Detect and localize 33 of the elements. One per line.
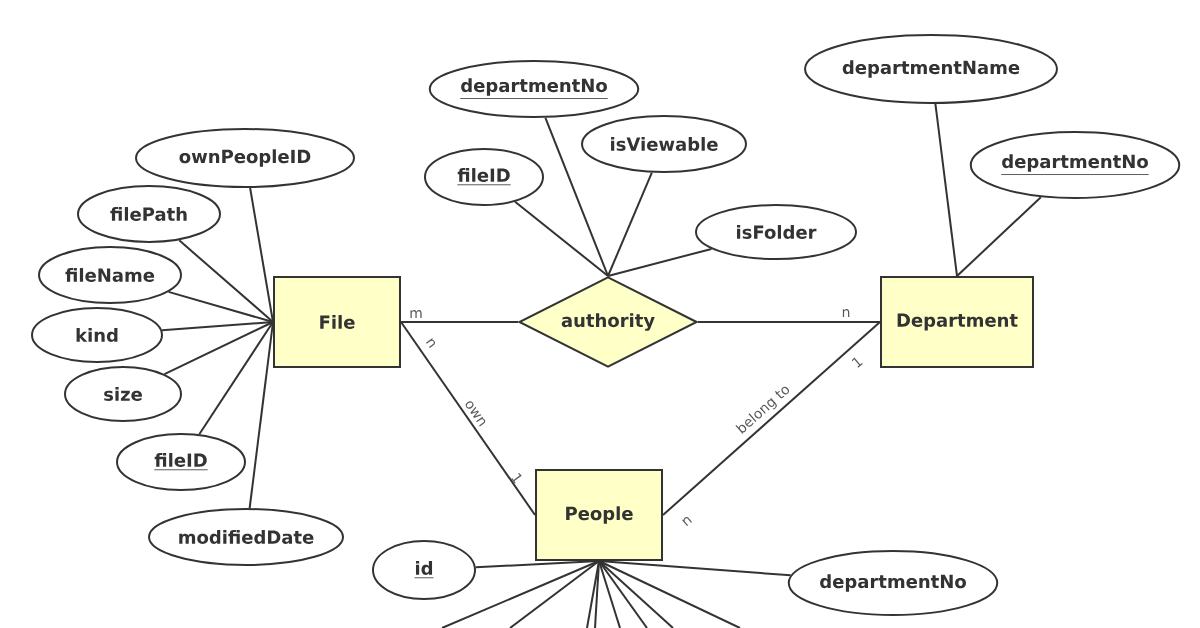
connector-line: [544, 116, 609, 277]
cardinality-label: n: [682, 516, 692, 527]
connector-line: [598, 560, 674, 628]
cardinality-label: m: [410, 310, 422, 318]
connector-line: [956, 196, 1042, 277]
connector-line: [934, 103, 958, 277]
entity-box: People: [535, 469, 663, 561]
entity-box: File: [273, 276, 401, 368]
connector-line: [598, 560, 648, 628]
connector-line: [167, 290, 274, 323]
connector-line: [598, 560, 792, 577]
connector-line: [514, 200, 609, 277]
relationship-line: [400, 321, 536, 516]
relationship-line: [400, 321, 519, 323]
connector-line: [161, 321, 274, 332]
connector-line: [509, 560, 600, 628]
connector-line: [607, 247, 713, 277]
cardinality-label: 1: [851, 357, 863, 368]
cardinality-label: n: [842, 309, 850, 317]
connector-line: [249, 186, 274, 323]
cardinality-label: 1: [511, 472, 522, 484]
connector-line: [248, 321, 274, 510]
entity-box: Department: [880, 276, 1034, 368]
connector-line: [594, 560, 600, 628]
relationship-line: [662, 321, 881, 516]
connector-line: [598, 560, 621, 628]
connector-line: [178, 239, 274, 323]
connector-line: [198, 321, 274, 436]
connector-line: [163, 321, 274, 376]
relationship-line: [697, 321, 881, 323]
connector-line: [607, 171, 653, 277]
connector-line: [598, 560, 741, 628]
cardinality-label: n: [426, 338, 436, 348]
